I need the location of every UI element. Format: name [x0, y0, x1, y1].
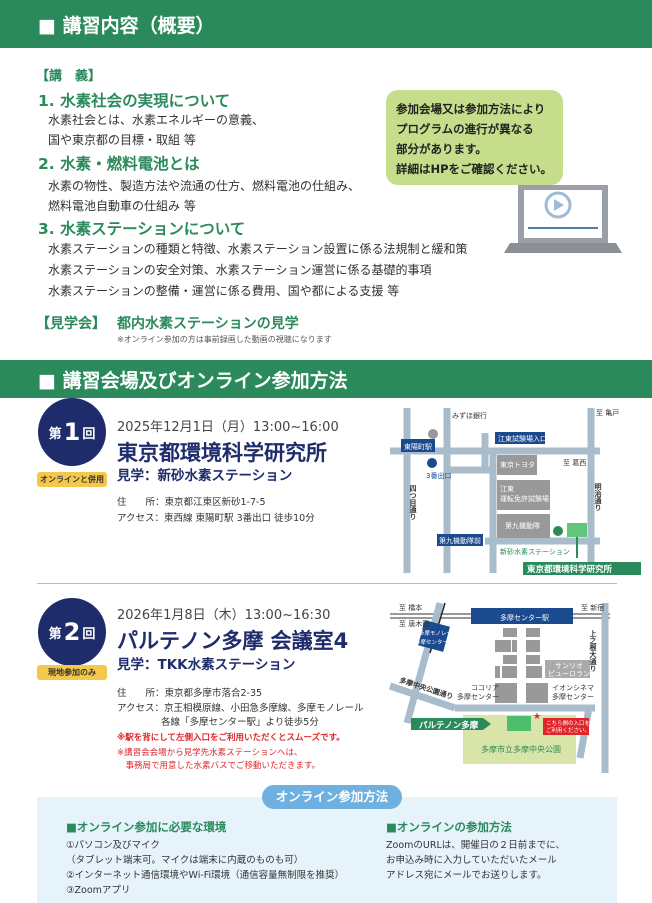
method-line: アドレス宛にメールでお送りします。: [386, 870, 547, 881]
venue-name: パルテノン多摩 会議室4: [117, 629, 349, 653]
item-title: 3. 水素ステーションについて: [38, 220, 246, 238]
venue-date: 2025年12月1日（月）13:00~16:00: [117, 420, 339, 435]
map-label: 多摩センター: [552, 692, 594, 701]
online-info-box: [37, 797, 617, 903]
section-header-venues: ■ 講習会場及びオンライン参加方法: [0, 360, 652, 398]
address-label: 住 所：: [117, 497, 165, 508]
map-label: 新砂水素ステーション: [500, 547, 570, 556]
map-label: 多摩市立多摩中央公園: [481, 744, 561, 754]
map-label: 上之根大通り: [589, 629, 598, 673]
env-item: （タブレット端末可。マイクは端末に内蔵のものも可）: [66, 855, 304, 866]
map-label: 東陽町駅: [404, 442, 432, 451]
tour-title: 都内水素ステーションの見学: [117, 316, 299, 332]
address-label: 住 所：: [117, 688, 165, 699]
map-venue-2: ★ 至 橋本 至 唐木田 至 新宿 多摩センター駅 多摩モノレール 多摩センター…: [388, 602, 610, 773]
map-label: 東京トヨタ: [500, 460, 535, 469]
method-line: ZoomのURLは、開催日の２日前までに、: [386, 840, 565, 851]
map-label: 至 亀戸: [596, 408, 619, 417]
map-label: イオンシネマ: [552, 684, 594, 692]
map-venue-1: みずほ銀行 東陽町駅 3番出口 江東試験場入口 至 亀戸 至 葛西 東京トヨタ …: [390, 408, 641, 575]
note: 事務局で用意した水素バスでご移動いただきます。: [117, 761, 321, 771]
map-label: 江東: [500, 484, 514, 493]
map-label: 多摩モノレール: [419, 629, 458, 637]
map-label: 第九機動隊前: [439, 536, 481, 545]
map-label: 至 橋本: [399, 603, 422, 612]
online-method-pill: オンライン参加方法: [262, 785, 402, 809]
method-line: お申込み時に入力していただいたメール: [386, 855, 557, 866]
map-label: 江東試験場入口: [498, 434, 547, 443]
tour-label: 【見学会】: [36, 316, 106, 332]
address: 東京都江東区新砂1-7-5: [164, 497, 266, 508]
bubble-line: 部分があります。: [396, 142, 487, 156]
map-label: みずほ銀行: [452, 411, 487, 420]
map-label: 至 唐木田: [399, 619, 429, 628]
item-line: 燃料電池自動車の仕組み 等: [48, 199, 196, 213]
map-label: サンリオ: [555, 662, 583, 670]
note: ※駅を背にして左側入口をご利用いただくとスムーズです。: [117, 733, 345, 743]
bubble-line: 詳細はHPをご確認ください。: [396, 162, 553, 176]
bubble-line: 参加会場又は参加方法により: [396, 102, 546, 116]
map-label: パルテノン多摩: [419, 720, 479, 731]
item-line: 水素ステーションの安全対策、水素ステーション運営に係る基礎的事項: [48, 263, 432, 277]
access: 京王相模原線、小田急多摩線、多摩モノレール: [164, 703, 364, 714]
item-line: 国や東京都の目標・取組 等: [48, 133, 196, 147]
prefix: 第: [48, 426, 62, 442]
env-title: ■オンライン参加に必要な環境: [66, 820, 227, 834]
map-label: ピューロランド: [548, 670, 597, 678]
method-title: ■オンラインの参加方法: [386, 820, 512, 834]
venue-name: 東京都環境科学研究所: [117, 441, 327, 465]
item-line: 水素ステーションの整備・運営に係る費用、国や都による支援 等: [48, 284, 400, 298]
session-number: 1: [63, 418, 81, 446]
prefix: 第: [48, 626, 62, 642]
session-number: 2: [63, 618, 81, 646]
env-list: ①パソコン及びマイク （タブレット端末可。マイクは端末に内蔵のものも可） ②イン…: [66, 838, 344, 898]
notice-bubble: 参加会場又は参加方法により プログラムの進行が異なる 部分があります。 詳細はH…: [386, 90, 563, 185]
env-item: ②インターネット通信環境やWi-Fi環境（通信容量無制限を推奨）: [66, 870, 345, 881]
map-label: 四つ目通り: [409, 485, 418, 521]
map-label: 至 葛西: [563, 458, 586, 467]
divider: [37, 583, 617, 584]
access: 東西線 東陽町駅 3番出口 徒歩10分: [164, 513, 315, 524]
env-item: ③Zoomアプリ: [66, 885, 131, 896]
map-label: 3番出口: [426, 471, 451, 480]
tour-note: ※オンライン参加の方は事前録画した動画の視聴になります: [117, 335, 332, 344]
section-header-overview: ■ 講習内容（概要）: [0, 0, 652, 48]
laptop-video-icon: [504, 183, 622, 253]
item-title: 1. 水素社会の実現について: [38, 92, 231, 110]
participation-badge: オンラインと併用: [37, 472, 107, 487]
suffix: 回: [82, 426, 96, 442]
map-label: 東京都環境科学研究所: [527, 564, 613, 575]
item-line: 水素ステーションの種類と特徴、水素ステーション設置に係る法規制と緩和策: [48, 242, 468, 256]
map-label: 明治通り: [594, 482, 603, 512]
item-title: 2. 水素・燃料電池とは: [38, 155, 200, 173]
access-label: アクセス：: [117, 513, 165, 524]
env-item: ①パソコン及びマイク: [66, 840, 160, 851]
map-label: 多摩センター: [457, 692, 499, 701]
address: 東京都多摩市落合2-35: [164, 688, 263, 699]
map-label: 至 新宿: [581, 603, 604, 612]
venue-date: 2026年1月8日（木）13:00~16:30: [117, 608, 331, 623]
map-label: こちら側の入口を: [546, 719, 590, 727]
participation-badge: 現地参加のみ: [37, 665, 107, 680]
map-label: 第九機動隊: [505, 521, 540, 530]
map-label: ご利用ください。: [546, 726, 590, 734]
method-text: ZoomのURLは、開催日の２日前までに、 お申込み時に入力していただいたメール…: [386, 838, 565, 883]
lecture-label: 【講 義】: [36, 69, 102, 84]
map-label: 運転免許試験場: [500, 494, 549, 503]
access-label: アクセス：: [117, 703, 165, 714]
map-label: 多摩センター駅: [415, 638, 454, 646]
map-label: 多摩センター駅: [500, 613, 549, 622]
venue-tour: 見学：新砂水素ステーション: [117, 468, 293, 484]
venue-tour: 見学：TKK水素ステーション: [117, 657, 296, 673]
access: 各線「多摩センター駅」より徒歩5分: [161, 717, 319, 728]
suffix: 回: [82, 626, 96, 642]
note: ※講習会会場から見学先水素ステーションへは、: [117, 748, 303, 758]
item-line: 水素の物性、製造方法や流通の仕方、燃料電池の仕組み、: [48, 179, 361, 193]
map-label: ココリア: [471, 684, 499, 692]
svg-text:★: ★: [533, 712, 541, 722]
item-line: 水素社会とは、水素エネルギーの意義、: [48, 113, 265, 127]
bubble-line: プログラムの進行が異なる: [396, 122, 534, 136]
